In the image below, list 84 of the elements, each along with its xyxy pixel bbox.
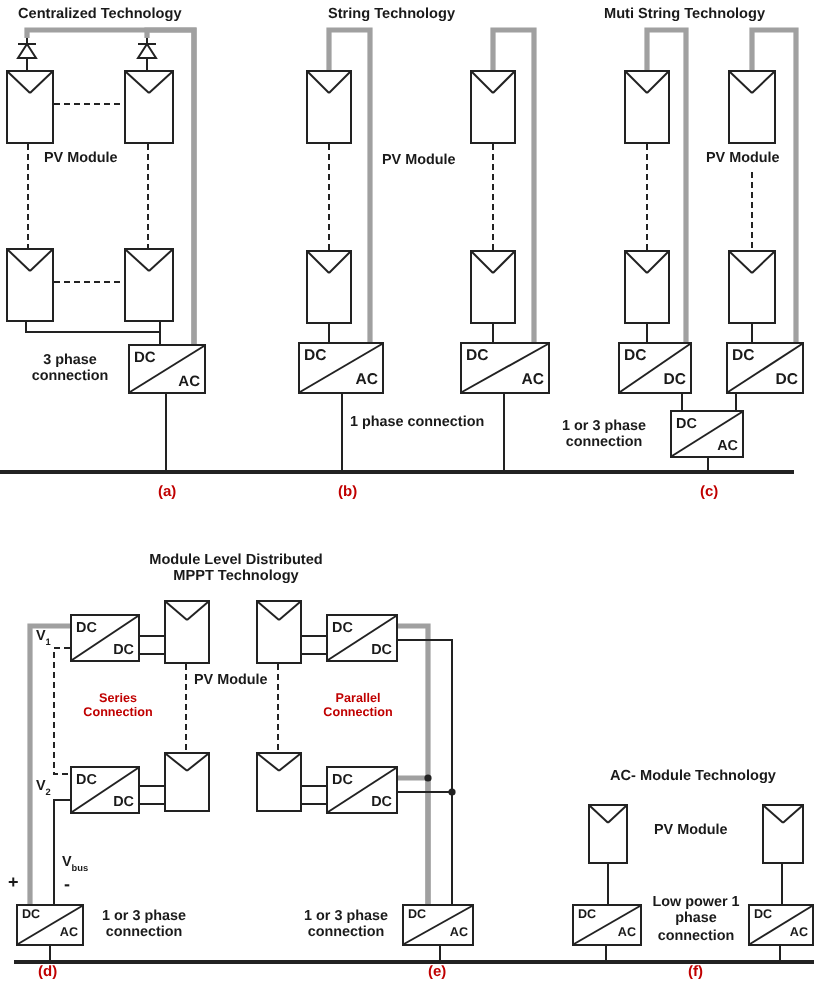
wire [781,863,783,905]
converter-box [726,342,804,394]
wire [681,393,683,411]
wire [707,457,709,471]
wire [165,393,167,471]
pv-module-symbol [164,600,210,664]
converter-box [572,904,642,946]
converter-box [326,766,398,814]
wire [492,323,494,343]
wire [607,863,609,905]
converter-box [70,614,140,662]
dashed-wire [53,281,125,283]
diode-symbol [16,38,38,64]
converter-box [70,766,140,814]
dashed-wire [27,143,29,249]
pv-module-symbol [728,250,776,324]
converter-box [16,904,84,946]
wire [26,63,28,71]
pv-module-symbol [124,248,174,322]
wire [301,803,327,805]
converter-box [460,342,550,394]
wire [139,653,165,655]
polarity-sign: + [8,872,19,893]
wire [749,27,799,342]
wire [503,393,505,471]
wire [397,791,453,905]
wire [328,323,330,343]
polarity-sign: - [64,874,70,895]
converter-box [402,904,474,946]
dashed-wire [53,103,125,105]
wire [146,63,148,71]
dashed-wire [277,663,279,753]
converter-box [748,904,814,946]
wire [139,785,165,787]
pv-module-symbol [6,248,54,322]
dashed-wire [492,143,494,251]
wire [139,635,165,637]
converter-box [618,342,692,394]
pv-module-symbol [624,70,670,144]
wire [27,623,70,904]
wire [301,785,327,787]
dashed-wire [328,143,330,251]
diode-symbol [136,38,158,64]
pv-module-symbol [256,752,302,812]
dashed-wire [646,143,648,251]
pv-module-symbol [588,804,628,864]
dashed-wire [53,647,71,775]
wire [49,945,51,961]
pv-module-symbol [762,804,804,864]
converter-box [670,410,744,458]
wire [398,775,431,904]
dashed-wire [185,663,187,753]
pv-module-symbol [6,70,54,144]
pv-module-symbol [728,70,776,144]
wire [53,799,71,905]
pv-module-symbol [164,752,210,812]
wire [490,27,537,342]
dashed-wire [147,143,149,249]
pv-module-symbol [470,250,516,324]
bus-line [0,470,794,474]
pv-module-symbol [470,70,516,144]
converter-box [128,344,206,394]
pv-module-symbol [306,70,352,144]
wire [605,945,607,961]
pv-module-symbol [624,250,670,324]
wire [779,945,781,961]
wire [439,945,441,961]
wire [301,653,327,655]
wire [301,635,327,637]
pv-module-symbol [124,70,174,144]
converter-box [326,614,398,662]
wire [341,393,343,471]
wire [735,393,737,411]
wire [751,323,753,343]
wire [139,803,165,805]
wire [144,27,197,344]
wire [646,323,648,343]
bus-line [14,960,814,964]
wire [644,27,689,342]
wire [159,321,161,345]
pv-module-symbol [256,600,302,664]
wire [326,27,373,342]
converter-box [298,342,384,394]
pv-module-symbol [306,250,352,324]
